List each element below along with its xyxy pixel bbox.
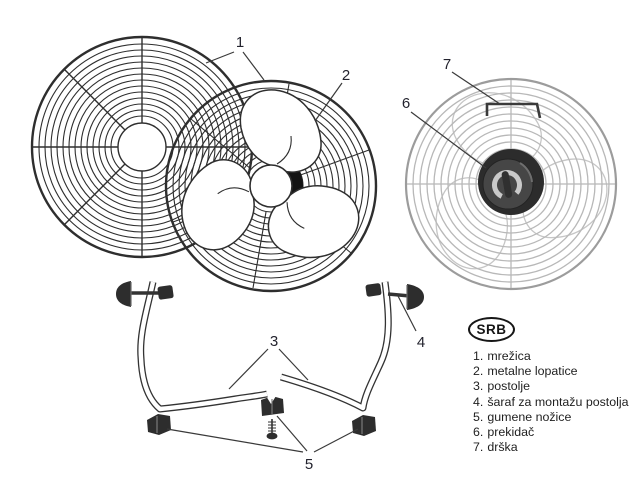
callout-2-blades: 2: [342, 67, 350, 84]
legend-item-rubber-feet: 5.gumene nožice: [473, 409, 572, 424]
metal-blades: [181, 89, 360, 259]
mounting-knob-left: [116, 281, 174, 307]
legend-item-switch: 6.prekidač: [473, 425, 535, 440]
callout-3-stand: 3: [270, 333, 278, 350]
front-grille-and-blades-illustration: [164, 79, 378, 293]
callout-5-feet: 5: [305, 456, 313, 473]
stand-tube-right: [280, 281, 392, 412]
legend-item-stand: 3.postolje: [473, 379, 531, 394]
blade-hub: [249, 164, 293, 208]
assembled-fan-illustration: [404, 77, 618, 291]
mounting-knob-right: [365, 283, 424, 310]
legend-item-blades: 2.metalne lopatice: [473, 364, 578, 379]
parts-legend: 1.mrežica 2.metalne lopatice 3.postolje …: [473, 349, 629, 455]
stand-tubes: [137, 281, 392, 413]
callout-4-screw: 4: [417, 334, 425, 351]
leader-lines: [166, 51, 501, 453]
rubber-feet: [147, 396, 376, 436]
foot-screw: [266, 419, 278, 440]
rear-grille-spokes: [32, 37, 252, 257]
legend-item-handle: 7.drška: [473, 440, 518, 455]
rubber-foot-left: [147, 414, 171, 435]
legend-item-grille: 1.mrežica: [473, 349, 531, 363]
callout-6-switch: 6: [402, 95, 410, 112]
switch-hub: [478, 149, 544, 215]
callout-1-grille: 1: [236, 34, 244, 51]
stand-illustration: [116, 281, 424, 440]
stand-tube-left: [137, 281, 268, 413]
rubber-foot-right: [352, 415, 376, 436]
callout-7-handle: 7: [443, 56, 451, 73]
language-badge-srb: SRB: [468, 317, 515, 342]
carry-handle: [485, 102, 542, 119]
legend-item-mounting-screw: 4.šaraf za montažu postolja: [473, 394, 629, 409]
